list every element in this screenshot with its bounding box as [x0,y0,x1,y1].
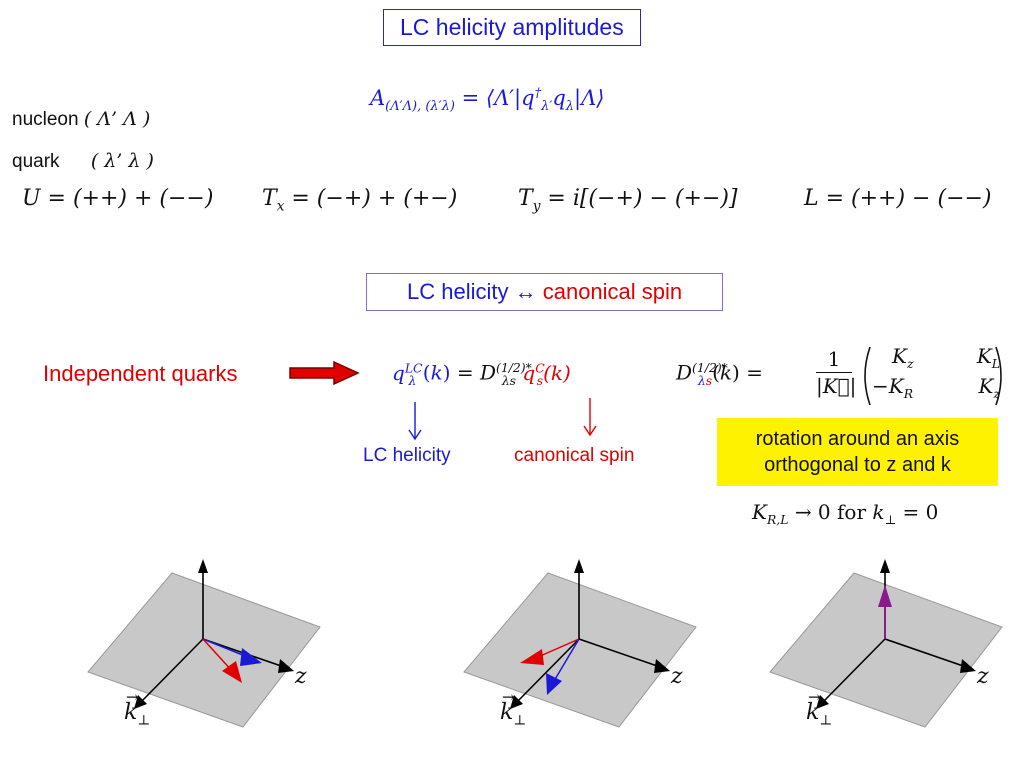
rotation-note: rotation around an axis orthogonal to z … [717,418,998,486]
z-axis-label-2: z [671,664,683,689]
fraction: 1 |K⃗| [816,347,857,398]
combination-Ty: Ty = i[(−+) − (+−)] [518,186,738,215]
z-axis-arrowhead [654,659,670,673]
vertical-axis-arrowhead [198,559,208,573]
independent-quarks-label: Independent quarks [43,361,238,386]
matrix-brackets [864,346,1002,406]
canonical-spin-label: canonical spin [514,445,635,466]
right-arrow-icon [289,360,360,386]
k-perp-label-1: k→⊥ [124,688,151,729]
lc-helicity-label: LC helicity [363,445,451,466]
k-axis-arrowhead [134,695,147,709]
red-spin-arrow [222,661,242,683]
vertical-axis-arrowhead [574,559,584,573]
limit-equation: KR,L → 0 for k⊥ = 0 [752,500,939,527]
transverse-plane [463,572,697,728]
helicity-diagram-2 [463,559,697,728]
blue-helicity-arrow [546,673,562,695]
combination-U: U = (++) + (−−) [22,186,214,211]
combination-L: L = (++) − (−−) [804,186,992,211]
wigner-matrix-equation: D(1/2)*λs(k) = [676,360,763,388]
k-axis-arrowhead [816,695,829,709]
quark-pair: ( λ’ λ ) [90,150,154,172]
k-perp-label-2: k→⊥ [500,688,527,729]
k-axis-arrowhead [510,695,523,709]
red-spin-arrow [520,649,544,665]
matrix-cells: Kz KL −KR Kz [872,344,1000,401]
amplitude-equation: A(Λ′Λ), (λ′λ) = ⟨Λ′|q†λ′qλ|Λ⟩ [370,86,605,115]
z-axis-label-3: z [977,664,989,689]
nucleon-label: nucleon ( Λ’ Λ ) [12,108,151,130]
purple-aligned-arrow [878,585,892,607]
quark-rotation-equation: qLCλ (k) = D(1/2)*λs qCs(k) [392,360,571,388]
transverse-plane [87,572,321,728]
nucleon-pair: ( Λ’ Λ ) [83,108,151,130]
down-arrow-red-icon [583,398,597,437]
z-axis-arrowhead [960,659,976,673]
helicity-diagram-1 [87,559,321,728]
combination-Tx: Tx = (−+) + (+−) [262,186,458,215]
blue-helicity-arrow [240,648,262,666]
z-axis-arrowhead [278,659,294,673]
helicity-diagram-3 [769,559,1003,728]
down-arrow-blue-icon [408,402,422,441]
vertical-axis-arrowhead [880,559,890,573]
quark-label: quark ( λ’ λ ) [12,150,154,172]
z-axis-label-1: z [295,664,307,689]
k-perp-label-3: k→⊥ [806,688,833,729]
transverse-plane [769,572,1003,728]
section-title: LC helicity ↔ canonical spin [366,273,724,311]
page-title: LC helicity amplitudes [383,9,641,46]
